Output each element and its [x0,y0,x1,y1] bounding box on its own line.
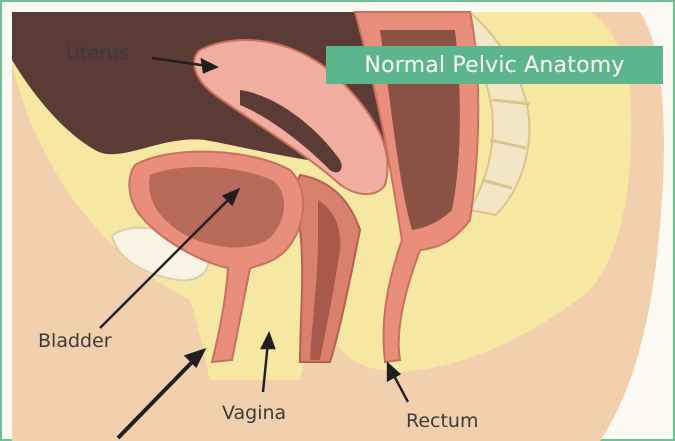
label-uterus: Uterus [66,42,129,64]
label-bladder: Bladder [38,330,112,352]
label-rectum: Rectum [406,410,478,432]
title-banner: Normal Pelvic Anatomy [326,46,663,84]
diagram-title: Normal Pelvic Anatomy [364,53,624,78]
label-vagina: Vagina [222,402,286,424]
